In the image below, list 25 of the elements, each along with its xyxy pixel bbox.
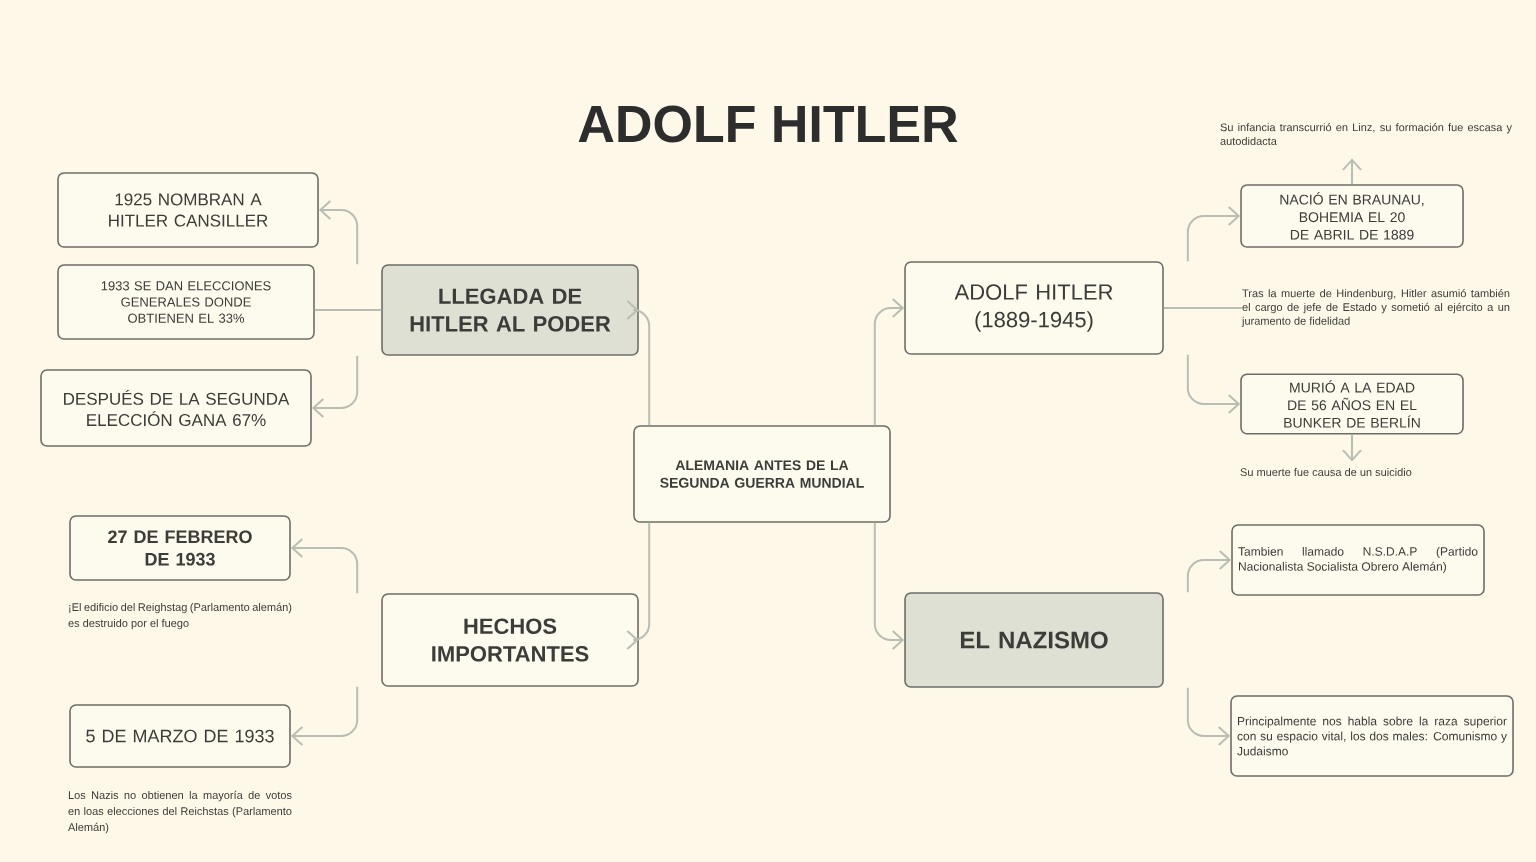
title: ADOLF HITLER [578,105,958,143]
branch-box: EL NAZISMO [904,592,1164,688]
topic-box: 27 DE FEBRERO DE 1933 [69,515,291,581]
connector [873,521,905,650]
topic-box: 1925 NOMBRAN A HITLER CANSILLER [57,172,319,248]
connector [626,300,651,427]
topic-box: ADOLF HITLER (1889-1945) [904,261,1164,355]
topic-box: 5 DE MARZO DE 1933 [69,704,291,768]
connector [873,298,905,427]
connector [1186,353,1241,414]
connector [290,685,359,746]
connector [1342,433,1362,462]
connector [1186,206,1241,263]
connector [1342,158,1362,186]
connector [626,521,651,650]
topic-box: HECHOS IMPORTANTES [381,593,639,687]
connector [290,538,359,595]
topic-box: DESPUÉS DE LA SEGUNDA ELECCIÓN GANA 67% [40,369,312,447]
connector [1162,307,1243,309]
connector [1186,686,1231,746]
connector [1186,550,1232,594]
connector [311,354,359,418]
branch-box: LLEGADA DE HITLER AL PODER [381,264,639,356]
connector [318,200,359,266]
connector [313,309,383,311]
